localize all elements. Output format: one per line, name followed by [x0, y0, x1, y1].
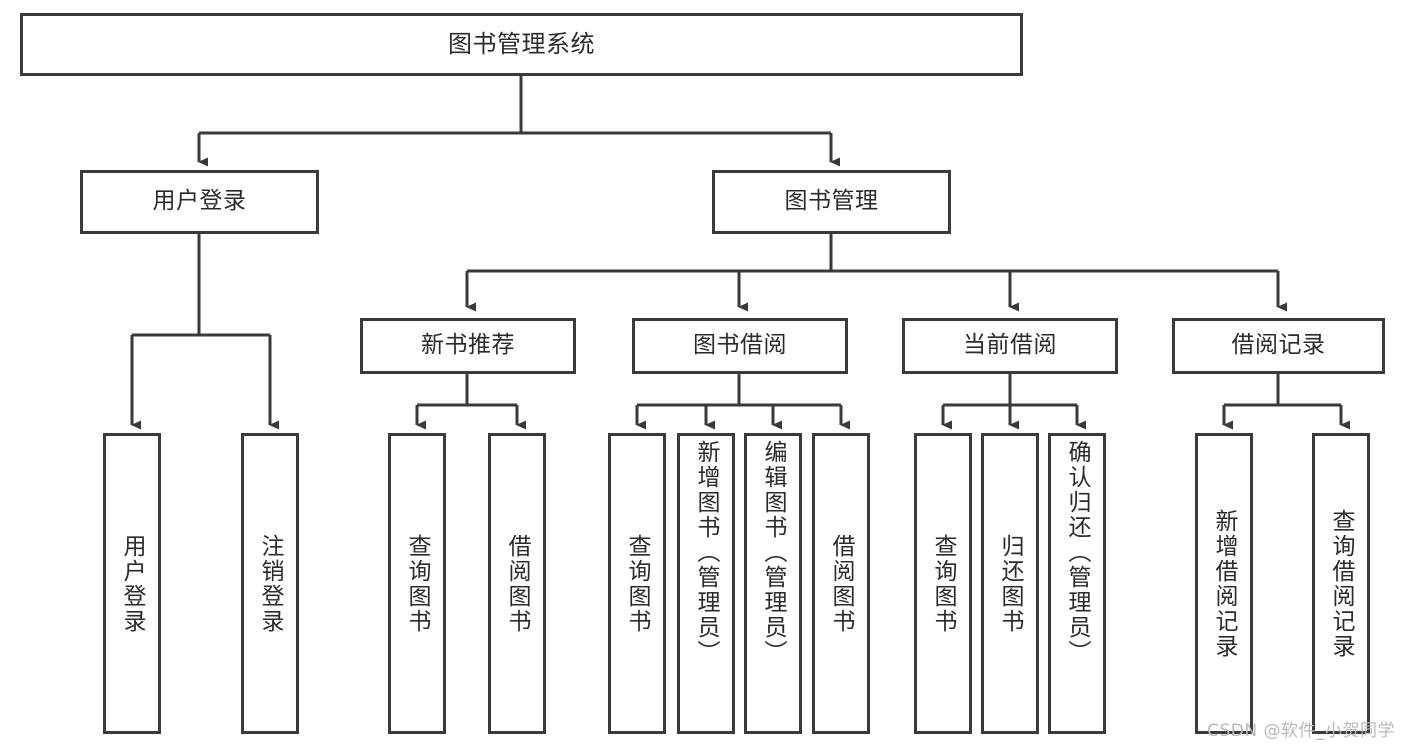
node-leaf-query-book-current[interactable]: 查询图书 — [914, 433, 972, 734]
node-leaf-query-book-borrow[interactable]: 查询图书 — [608, 433, 666, 734]
watermark-text: CSDN @软件_小贺同学 — [1207, 721, 1395, 741]
node-label: 图书管理系统 — [448, 30, 595, 59]
node-borrow-record[interactable]: 借阅记录 — [1172, 318, 1385, 374]
node-leaf-borrow-book[interactable]: 借阅图书 — [812, 433, 870, 734]
node-label: 查询图书 — [930, 533, 957, 634]
node-label: 注销登录 — [257, 533, 284, 634]
node-book-management[interactable]: 图书管理 — [712, 170, 951, 234]
node-label: 新书推荐 — [421, 332, 515, 359]
node-label: 当前借阅 — [963, 332, 1057, 359]
node-label: 借阅图书 — [828, 533, 855, 634]
node-new-book-recommend[interactable]: 新书推荐 — [360, 318, 576, 374]
node-root-book-management-system[interactable]: 图书管理系统 — [20, 13, 1023, 76]
node-label: 查询图书 — [624, 533, 651, 634]
node-current-borrow[interactable]: 当前借阅 — [902, 318, 1118, 374]
node-label: 用户登录 — [152, 188, 247, 215]
node-user-login[interactable]: 用户登录 — [80, 170, 319, 234]
node-leaf-user-login[interactable]: 用户登录 — [103, 433, 161, 734]
node-label: 用户登录 — [119, 533, 146, 634]
node-leaf-query-book-recommend[interactable]: 查询图书 — [388, 433, 446, 734]
node-leaf-borrow-book-recommend[interactable]: 借阅图书 — [488, 433, 546, 734]
node-label: 新增图书（管理员） — [693, 440, 720, 665]
node-label: 借阅记录 — [1231, 332, 1326, 359]
node-label: 查询借阅记录 — [1328, 508, 1355, 659]
node-label: 图书借阅 — [693, 332, 787, 359]
node-leaf-query-borrow-record[interactable]: 查询借阅记录 — [1312, 433, 1370, 734]
node-label: 图书管理 — [784, 188, 879, 215]
node-leaf-confirm-return-admin[interactable]: 确认归还（管理员） — [1048, 433, 1106, 734]
node-leaf-add-borrow-record[interactable]: 新增借阅记录 — [1195, 433, 1253, 734]
node-label: 确认归还（管理员） — [1064, 440, 1091, 665]
node-leaf-add-book-admin[interactable]: 新增图书（管理员） — [677, 433, 735, 734]
node-leaf-return-book[interactable]: 归还图书 — [981, 433, 1039, 734]
node-leaf-edit-book-admin[interactable]: 编辑图书（管理员） — [744, 433, 802, 734]
node-label: 归还图书 — [997, 533, 1024, 634]
node-label: 新增借阅记录 — [1211, 508, 1238, 659]
node-label: 借阅图书 — [504, 533, 531, 634]
node-label: 查询图书 — [404, 533, 431, 634]
node-leaf-logout[interactable]: 注销登录 — [241, 433, 299, 734]
node-book-borrow[interactable]: 图书借阅 — [632, 318, 848, 374]
node-label: 编辑图书（管理员） — [760, 440, 787, 665]
